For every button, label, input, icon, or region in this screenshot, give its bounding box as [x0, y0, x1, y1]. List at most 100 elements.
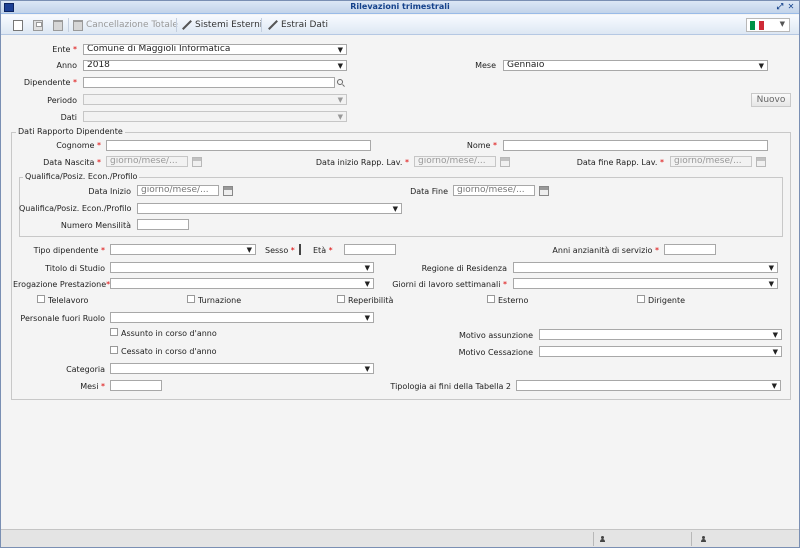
chevron-down-icon: ▼	[246, 246, 252, 254]
qualifica-legend: Qualifica/Posiz. Econ./Profilo	[23, 172, 140, 181]
categoria-select[interactable]: ▼	[110, 363, 374, 374]
chevron-down-icon: ▼	[364, 280, 370, 288]
nuovo-button[interactable]: Nuovo	[751, 93, 791, 107]
titolo-studio-select[interactable]: ▼	[110, 262, 374, 273]
chevron-down-icon: ▼	[779, 20, 785, 28]
eta-input[interactable]	[344, 244, 396, 255]
toolbar-separator	[68, 18, 69, 32]
data-fine-rapp-input[interactable]: giorno/mese/...	[670, 156, 752, 167]
mesi-input[interactable]	[110, 380, 162, 391]
save-icon	[33, 19, 43, 31]
mese-select[interactable]: Gennaio▼	[503, 60, 768, 71]
dati-select[interactable]: ▼	[83, 111, 347, 122]
eta-label: Età *	[313, 246, 333, 255]
tipo-dipendente-label: Tipo dipendente *	[33, 246, 105, 255]
toolbar-separator	[261, 18, 262, 32]
sesso-field[interactable]	[299, 244, 301, 255]
periodo-label: Periodo	[47, 96, 77, 105]
data-nascita-input[interactable]: giorno/mese/...	[106, 156, 188, 167]
esterno-checkbox[interactable]	[487, 295, 495, 303]
estrai-dati-label: Estrai Dati	[281, 20, 328, 30]
categoria-label: Categoria	[66, 365, 105, 374]
rapporto-fieldset	[11, 132, 791, 400]
data-inizio-input[interactable]: giorno/mese/...	[137, 185, 219, 196]
motivo-cessazione-select[interactable]: ▼	[539, 346, 782, 357]
tipologia-select[interactable]: ▼	[516, 380, 781, 391]
chevron-down-icon: ▼	[337, 113, 343, 121]
turnazione-checkbox[interactable]	[187, 295, 195, 303]
calendar-icon[interactable]	[192, 157, 202, 167]
giorni-select[interactable]: ▼	[513, 278, 778, 289]
motivo-assunzione-select[interactable]: ▼	[539, 329, 782, 340]
dirigente-label: Dirigente	[648, 296, 686, 305]
window-title: Rilevazioni trimestrali	[350, 2, 450, 11]
data-inizio-rapp-input[interactable]: giorno/mese/...	[414, 156, 496, 167]
save-button[interactable]	[33, 18, 46, 32]
maximize-icon[interactable]: ⤢	[776, 2, 784, 11]
pencil-icon	[182, 20, 192, 30]
ente-label: Ente *	[52, 45, 77, 54]
cessato-checkbox[interactable]	[110, 346, 118, 354]
chevron-down-icon: ▼	[337, 96, 343, 104]
sistemi-esterni-label: Sistemi Esterni	[195, 20, 263, 30]
fuori-ruolo-label: Personale fuori Ruolo	[20, 314, 105, 323]
assunto-checkbox[interactable]	[110, 328, 118, 336]
nome-label: Nome *	[466, 141, 497, 150]
sistemi-esterni-button[interactable]: Sistemi Esterni	[182, 18, 262, 32]
telelavoro-checkbox[interactable]	[37, 295, 45, 303]
sesso-label: Sesso *	[265, 246, 295, 255]
app-icon	[4, 3, 14, 12]
cancellazione-totale-button[interactable]: Cancellazione Totale	[73, 18, 178, 32]
status-separator	[593, 532, 594, 546]
mensilita-input[interactable]	[137, 219, 189, 230]
search-icon[interactable]	[337, 79, 343, 85]
anno-select[interactable]: 2018▼	[83, 60, 347, 71]
cognome-input[interactable]	[106, 140, 371, 151]
anno-value: 2018	[87, 60, 110, 70]
telelavoro-label: Telelavoro	[48, 296, 89, 305]
new-document-icon	[13, 19, 23, 31]
data-fine-input[interactable]: giorno/mese/...	[453, 185, 535, 196]
chevron-down-icon: ▼	[771, 382, 777, 390]
periodo-select[interactable]: ▼	[83, 94, 347, 105]
anni-anzianita-input[interactable]	[664, 244, 716, 255]
cancellazione-totale-label: Cancellazione Totale	[86, 20, 178, 30]
calendar-icon[interactable]	[539, 186, 549, 196]
dirigente-checkbox[interactable]	[637, 295, 645, 303]
language-selector[interactable]: ▼	[746, 18, 790, 32]
data-inizio-label: Data Inizio	[88, 187, 131, 196]
erogazione-label: Erogazione Prestazione*	[13, 280, 111, 289]
nome-input[interactable]	[503, 140, 768, 151]
chevron-down-icon: ▼	[768, 264, 774, 272]
chevron-down-icon: ▼	[337, 46, 343, 54]
erogazione-select[interactable]: ▼	[110, 278, 374, 289]
cognome-label: Cognome *	[56, 141, 101, 150]
close-icon[interactable]: ✕	[787, 2, 795, 11]
trash-icon	[73, 19, 83, 31]
new-button[interactable]	[13, 18, 26, 32]
profilo-label: Qualifica/Posiz. Econ./Profilo	[19, 204, 132, 213]
calendar-icon[interactable]	[500, 157, 510, 167]
toolbar: Cancellazione Totale Sistemi Esterni Est…	[1, 15, 799, 35]
dipendente-input[interactable]	[83, 77, 335, 88]
mensilita-label: Numero Mensilità	[60, 221, 131, 230]
titolo-studio-label: Titolo di Studio	[45, 264, 105, 273]
reperibilita-checkbox[interactable]	[337, 295, 345, 303]
ente-select[interactable]: Comune di Maggioli Informatica▼	[83, 44, 347, 55]
fuori-ruolo-select[interactable]: ▼	[110, 312, 374, 323]
tipo-dipendente-select[interactable]: ▼	[110, 244, 256, 255]
data-fine-rapp-label: Data fine Rapp. Lav. *	[576, 158, 664, 167]
chevron-down-icon: ▼	[392, 205, 398, 213]
motivo-cessazione-label: Motivo Cessazione	[458, 348, 533, 357]
italy-flag-icon	[750, 20, 765, 30]
profilo-select[interactable]: ▼	[137, 203, 402, 214]
chevron-down-icon: ▼	[758, 62, 764, 70]
dati-label: Dati	[60, 113, 77, 122]
delete-button[interactable]	[53, 18, 66, 32]
calendar-icon[interactable]	[223, 186, 233, 196]
giorni-label: Giorni di lavoro settimanali *	[392, 280, 507, 289]
estrai-dati-button[interactable]: Estrai Dati	[268, 18, 328, 32]
regione-select[interactable]: ▼	[513, 262, 778, 273]
calendar-icon[interactable]	[756, 157, 766, 167]
